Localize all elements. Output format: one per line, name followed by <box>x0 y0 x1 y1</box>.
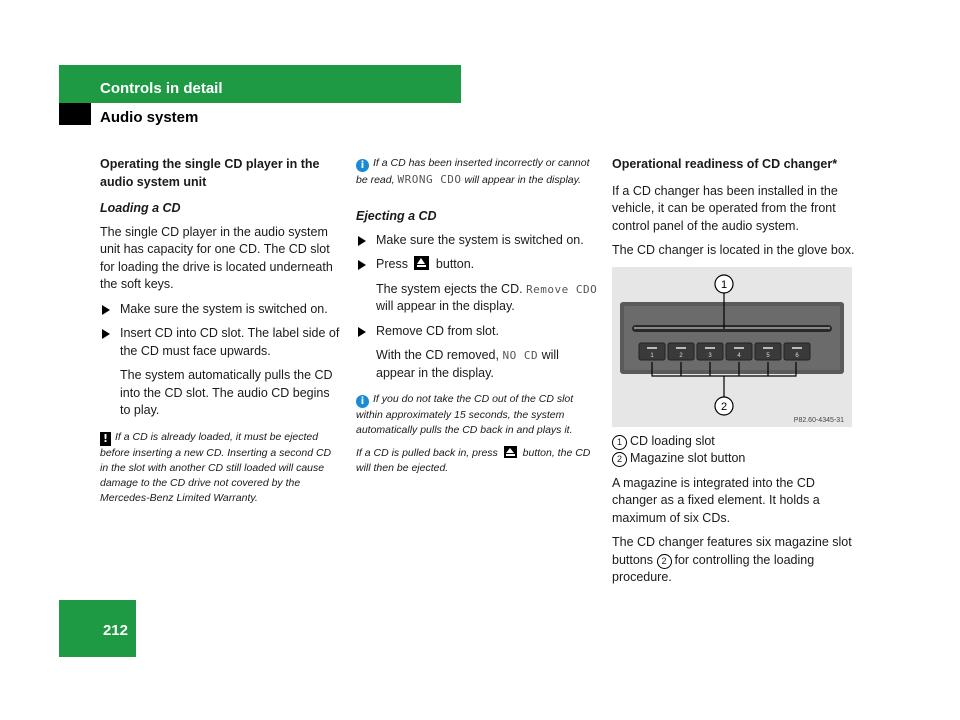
eject-button-icon <box>414 256 430 270</box>
paragraph-text: for controlling the loading procedure. <box>612 552 815 585</box>
step-detail: The system ejects the CD. Remove CDO wil… <box>356 281 600 316</box>
paragraph: If a CD changer has been installed in th… <box>612 183 838 233</box>
section-tab-marker <box>59 103 91 125</box>
detail-text: The system ejects the CD. <box>376 281 523 296</box>
heading-cd-changer: Operational readiness of CD changer* <box>612 157 838 171</box>
display-message: NO CD <box>502 349 539 362</box>
eject-button-icon <box>503 446 517 458</box>
note-text: will appear in the display. <box>464 174 582 186</box>
slot-number-label: 6 <box>795 353 799 359</box>
slot-number-label: 3 <box>708 353 712 359</box>
step-item: Make sure the system is switched on. <box>100 301 342 319</box>
display-message: WRONG CDO <box>397 173 462 186</box>
note-text: If a CD has been inserted incorrectly or… <box>356 157 590 186</box>
info-note-continued: If a CD is pulled back in, press button,… <box>356 446 600 476</box>
header-band <box>59 65 461 103</box>
bullet-arrow-icon <box>102 304 110 315</box>
step-item: Make sure the system is switched on. <box>356 232 600 250</box>
detail-text: With the CD removed, <box>376 348 499 362</box>
step-text: Make sure the system is switched on. <box>376 232 584 247</box>
step-item: Remove CD from slot. <box>356 323 600 341</box>
intro-paragraph: The single CD player in the audio system… <box>100 224 333 292</box>
step-text: Remove CD from slot. <box>376 323 499 338</box>
bullet-arrow-icon <box>358 235 366 246</box>
subsection-title: Audio system <box>100 109 199 126</box>
paragraph-text: The CD changer features six magazine slo… <box>612 535 852 567</box>
slot-button-bar <box>734 346 744 349</box>
paragraph: The CD changer is located in the glove b… <box>612 243 855 257</box>
subheading-ejecting-cd: Ejecting a CD <box>356 209 437 223</box>
warning-note: !If a CD is already loaded, it must be e… <box>100 430 342 506</box>
note-text: If a CD is pulled back in, press <box>356 447 498 459</box>
magazine-slot-button <box>638 342 666 360</box>
page-number: 212 <box>102 622 128 639</box>
column-1: Operating the single CD player in the au… <box>100 156 342 514</box>
column-3: Operational readiness of CD changer* If … <box>612 156 858 594</box>
callout-2: 2 <box>721 401 727 413</box>
slot-button-bar <box>792 346 802 349</box>
magazine-slot-button <box>754 342 782 360</box>
legend-text: Magazine slot button <box>630 451 746 465</box>
slot-button-bar <box>676 346 686 349</box>
step-item: Press button. <box>356 256 600 274</box>
slot-number-label: 5 <box>766 353 770 359</box>
cd-changer-figure: 1 2 3 4 5 6 1 2 P82.60-4345-31 <box>612 266 852 427</box>
warning-icon: ! <box>100 431 111 446</box>
step-text: Make sure the system is switched on. <box>120 301 328 316</box>
page-number-box: 212 <box>59 600 136 657</box>
figure-code: P82.60-4345-31 <box>794 417 844 424</box>
magazine-slot-button <box>783 342 811 360</box>
step-text: Press <box>376 257 408 271</box>
callout-1: 1 <box>721 279 727 291</box>
slot-number-label: 4 <box>737 353 741 359</box>
callout-2-icon: 2 <box>656 553 672 569</box>
bullet-arrow-icon <box>102 329 110 339</box>
callout-2-icon: 2 <box>612 452 627 467</box>
step-item: Insert CD into CD slot. The label side o… <box>100 325 342 360</box>
step-detail: With the CD removed, NO CD will appear i… <box>356 347 600 382</box>
paragraph: A magazine is integrated into the CD cha… <box>612 475 820 525</box>
legend-text: CD loading slot <box>630 433 715 448</box>
warning-text: If a CD is already loaded, it must be ej… <box>100 430 332 504</box>
info-icon: i <box>356 159 369 172</box>
step-text: Insert CD into CD slot. The label side o… <box>120 326 340 358</box>
magazine-slot-button <box>725 342 753 360</box>
bullet-arrow-icon <box>358 326 366 337</box>
info-icon: i <box>356 395 369 408</box>
slot-button-bar <box>763 346 773 349</box>
cd-changer-illustration: 1 2 3 4 5 6 1 2 P82.60-4345-31 <box>620 273 844 424</box>
detail-text: will appear in the display. <box>376 348 559 380</box>
slot-number-label: 1 <box>650 353 654 359</box>
subheading-loading-cd: Loading a CD <box>100 201 181 215</box>
heading-single-cd: Operating the single CD player in the au… <box>100 157 320 189</box>
slot-button-bar <box>647 346 657 349</box>
slot-button-bar <box>705 346 715 349</box>
step-text: button. <box>435 257 475 271</box>
note-text: button, the CD will then be ejected. <box>356 447 591 474</box>
step-detail: The system automatically pulls the CD in… <box>120 368 333 417</box>
paragraph: The CD changer features six magazine slo… <box>612 534 858 587</box>
magazine-slot-button <box>667 342 695 360</box>
detail-text: will appear in the display. <box>376 299 515 313</box>
magazine-slot-button <box>696 342 724 360</box>
callout-1-icon: 1 <box>612 434 627 450</box>
section-title: Controls in detail <box>100 80 223 97</box>
note-text: If you do not take the CD out of the CD … <box>356 393 574 436</box>
slot-number-label: 2 <box>679 353 683 359</box>
bullet-arrow-icon <box>358 260 366 270</box>
display-message: Remove CDO <box>526 282 598 296</box>
